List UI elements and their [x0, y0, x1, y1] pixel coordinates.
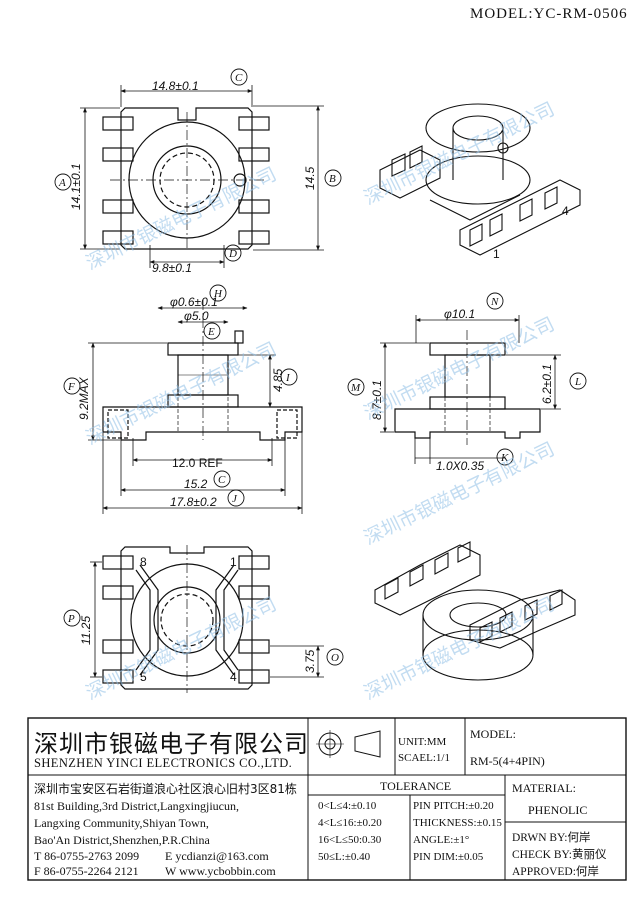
approved-by: APPROVED:何岸 [512, 866, 599, 878]
pin-right-4 [238, 230, 270, 245]
pin-right-2 [238, 147, 270, 162]
company-name-en: SHENZHEN YINCI ELECTRONICS CO.,LTD. [34, 756, 293, 770]
pin-right-3 [238, 199, 270, 214]
svg-text:4: 4 [562, 204, 569, 218]
ref-bubble: B [329, 173, 336, 185]
material-value: PHENOLIC [528, 803, 588, 817]
material-label: MATERIAL: [512, 781, 576, 795]
top-view-dims [80, 85, 324, 268]
address-en-line: Langxing Community,Shiyan Town, [34, 816, 209, 830]
pin-left-3 [102, 199, 134, 214]
ref-bubble: K [500, 452, 509, 464]
ref-bubble: A [58, 177, 66, 189]
dim-span: 15.2 [184, 477, 208, 491]
spec-row: ANGLE:±1° [413, 834, 470, 846]
title-block-grid [27, 717, 627, 881]
email: E ycdianzi@163.com [165, 849, 269, 863]
tolerance-row: 0<L≤4:±0.10 [318, 800, 377, 812]
checked-by: CHECK BY:黄丽仪 [512, 849, 607, 861]
bottom-ref-bubbles [63, 609, 344, 666]
ref-bubble: M [350, 382, 361, 394]
dim-side-inner: 6.2±0.1 [540, 364, 554, 404]
dim-total: 17.8±0.2 [170, 495, 217, 509]
ref-bubble: C [235, 72, 243, 84]
dim-top-left: 14.1±0.1 [69, 163, 83, 210]
ref-bubble: O [331, 652, 339, 664]
drawn-by: DRWN BY:何岸 [512, 832, 591, 844]
watermark: 深圳市银磁电子有限公司 [83, 593, 281, 704]
bottom-view [102, 545, 270, 693]
top-ref-bubbles [54, 68, 342, 262]
website: W www.ycbobbin.com [165, 864, 276, 878]
side-ref-bubbles [347, 292, 587, 466]
ref-bubble: N [490, 296, 499, 308]
watermark: 深圳市银磁电子有限公司 [361, 98, 559, 209]
dim-pin-size: 1.0X0.35 [436, 459, 484, 473]
ref-bubble: C [218, 474, 226, 486]
spec-row: PIN DIM:±0.05 [413, 851, 484, 863]
address-en-line: 81st Building,3rd District,Langxingjiucu… [34, 799, 239, 813]
pin-stub [234, 330, 244, 344]
svg-text:8: 8 [140, 555, 147, 569]
address-en-line: Bao'An District,Shenzhen,P.R.China [34, 833, 210, 847]
ref-bubble: I [285, 372, 291, 384]
pin-left-2 [102, 147, 134, 162]
dim-bottom-pitch: 3.75 [303, 649, 317, 673]
watermark: 深圳市银磁电子有限公司 [361, 313, 559, 424]
pin-left-1 [102, 116, 134, 131]
tolerance-row: 4<L≤16:±0.20 [318, 817, 382, 829]
ref-bubble: E [207, 326, 215, 338]
svg-text:5: 5 [140, 670, 147, 684]
model-value: RM-5(4+4PIN) [470, 754, 545, 768]
projection-symbol [316, 730, 381, 758]
bottom-view-dims [90, 561, 324, 678]
dim-side-height: 8.7±0.1 [370, 380, 384, 420]
ref-bubble: P [67, 613, 75, 625]
dim-top-inner: 9.8±0.1 [152, 261, 192, 275]
dim-bottom-span: 11.25 [79, 616, 93, 645]
dim-pin-dia: φ0.6±0.1 [170, 295, 218, 309]
dim-flange-dia: φ10.1 [444, 307, 475, 321]
dim-top-width: 14.8±0.1 [152, 79, 199, 93]
ref-bubble: F [67, 381, 75, 393]
model-number: MODEL:YC-RM-0506 [470, 6, 628, 22]
tolerance-title: TOLERANCE [380, 779, 452, 793]
ref-bubble: H [213, 288, 223, 300]
iso-view-top [379, 103, 581, 256]
address-cn: 深圳市宝安区石岩街道浪心社区浪心旧村3区81栋 [34, 782, 297, 796]
scale: SCAEL:1/1 [398, 752, 450, 764]
svg-text:1: 1 [493, 247, 500, 261]
spec-row: PIN PITCH:±0.20 [413, 800, 494, 812]
top-view-outline [120, 107, 253, 250]
side-view-dims [380, 315, 561, 464]
pin-left-4 [102, 230, 134, 245]
fax: F 86-0755-2264 2121 [34, 864, 139, 878]
front-view-dims [88, 306, 303, 514]
tolerance-row: 16<L≤50:0.30 [318, 834, 382, 846]
pin-right-1 [238, 116, 270, 131]
phone: T 86-0755-2763 2099 [34, 849, 140, 863]
dim-ref: 12.0 REF [172, 456, 223, 470]
watermark: 深圳市银磁电子有限公司 [361, 438, 559, 549]
unit: UNIT:MM [398, 736, 447, 748]
ref-bubble: J [232, 493, 238, 505]
spec-row: THICKNESS:±0.15 [413, 817, 502, 829]
front-ref-bubbles [63, 284, 298, 507]
dim-top-right: 14.5 [303, 166, 317, 190]
top-view [102, 107, 270, 250]
tolerance-row: 50≤L:±0.40 [318, 851, 371, 863]
dim-front-height: 9.2MAX [77, 376, 91, 420]
ref-bubble: D [228, 248, 237, 260]
company-name-cn: 深圳市银磁电子有限公司 [34, 730, 309, 758]
dim-core-dia: φ5.0 [184, 309, 209, 323]
model-label: MODEL: [470, 727, 516, 741]
ref-bubble: L [574, 376, 581, 388]
svg-text:1: 1 [230, 555, 237, 569]
side-view [394, 330, 541, 445]
svg-text:4: 4 [230, 670, 237, 684]
iso-view-bottom [374, 541, 576, 681]
